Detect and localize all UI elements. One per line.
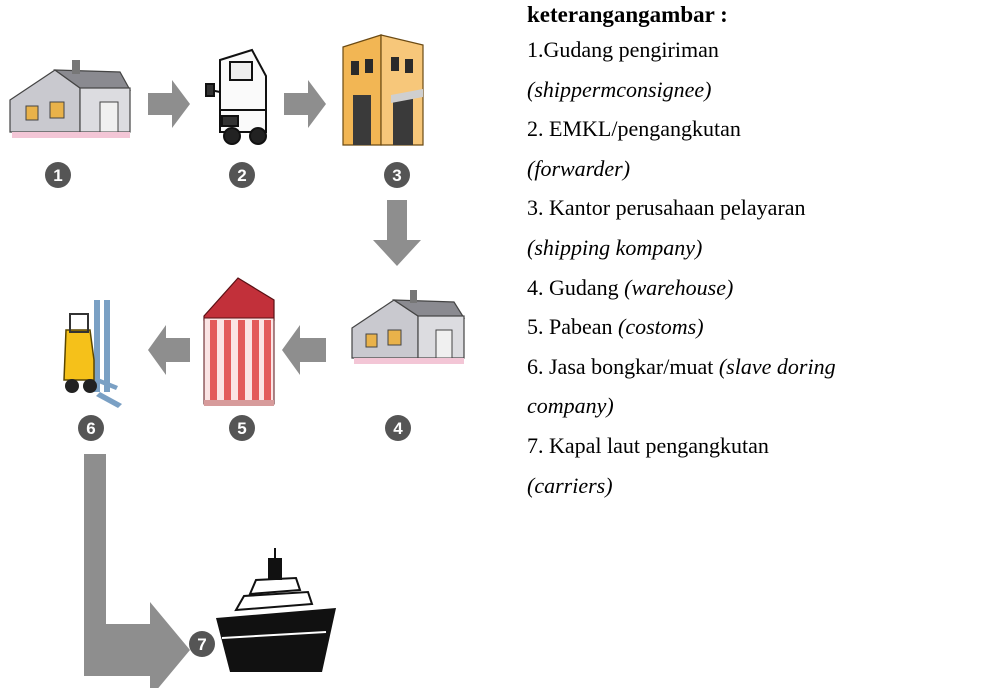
arrow-6-to-7 [84,454,190,688]
legend-item-7-english: (carriers) [527,472,613,498]
legend-item-4: 4. Gudang (warehouse) [527,275,982,315]
legend-title: keterangangambar : [527,2,728,27]
legend-item-5: 5. Pabean (costoms) [527,314,982,354]
arrow-3-to-4 [373,200,421,266]
shipping-flow-diagram: 1 2 3 4 5 6 7 [9,34,466,688]
ship-icon [216,548,336,672]
legend-item-6-english-cont: company) [527,393,614,419]
svg-text:4: 4 [393,419,403,438]
badge-7: 7 [189,631,215,657]
svg-text:6: 6 [86,419,95,438]
legend-item-1-english: (shippermconsignee) [527,76,712,102]
svg-text:3: 3 [392,166,401,185]
badge-4: 4 [385,415,411,441]
legend-item-5-label: 5. Pabean [527,314,619,340]
arrow-4-to-5 [282,325,326,375]
svg-text:5: 5 [237,419,246,438]
legend-item-3-label: 3. Kantor perusahaan pelayaran [527,195,806,221]
badge-6: 6 [78,415,104,441]
arrow-5-to-6 [148,325,190,375]
warehouse-icon [9,60,132,138]
arrow-2-to-3 [284,80,326,128]
arrow-1-to-2 [148,80,190,128]
legend-item-4-english: (warehouse) [624,274,734,300]
legend-item-3-english: (shipping kompany) [527,234,703,260]
badge-3: 3 [384,162,410,188]
legend-item-6-label: 6. Jasa bongkar/muat [527,353,719,379]
badge-5: 5 [229,415,255,441]
legend-item-5-english: (costoms) [618,314,704,340]
svg-text:7: 7 [197,635,206,654]
legend-item-2-english: (forwarder) [527,155,631,181]
legend-item-7-label: 7. Kapal laut pengangkutan [527,432,769,458]
legend-item-4-label: 4. Gudang [527,274,625,300]
badge-1: 1 [45,162,71,188]
forklift-icon [63,300,122,408]
legend-item-6-english: (slave doring [718,353,836,379]
warehouse-icon [351,290,466,364]
legend-item-1-label: 1.Gudang pengiriman [527,37,719,62]
svg-text:2: 2 [237,166,246,185]
badge-2: 2 [229,162,255,188]
truck-icon [205,48,267,145]
legend-item-2-label: 2. EMKL/pengangkutan [527,116,741,142]
office-building-icon [342,34,424,146]
svg-text:1: 1 [53,166,62,185]
customs-building-icon [203,277,275,406]
legend-item-6: 6. Jasa bongkar/muat (slave doring [527,354,982,394]
legend: keterangangambar : 1.Gudang pengiriman (… [527,0,982,512]
